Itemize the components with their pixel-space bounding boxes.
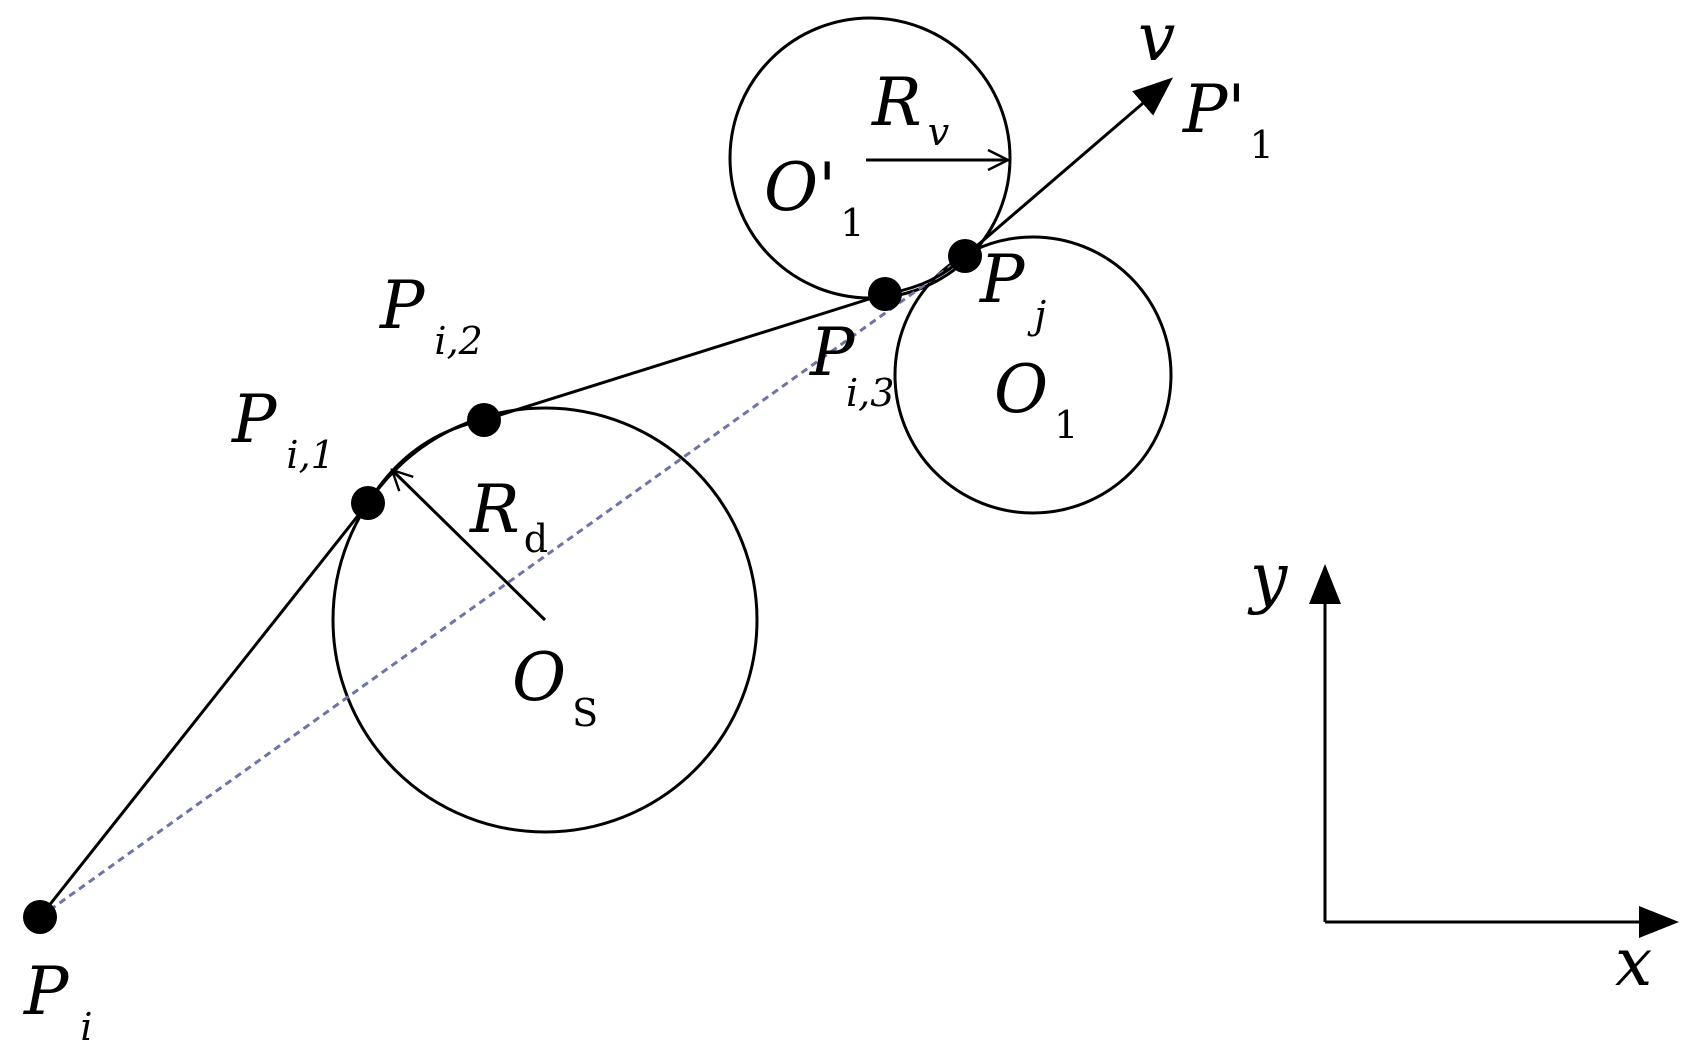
path-arc-pi1-pi2 xyxy=(366,418,485,504)
velocity-arrow xyxy=(964,77,1174,258)
path-segment-pi2-pi3 xyxy=(483,292,886,422)
point-pi xyxy=(23,900,57,934)
circle-os xyxy=(331,406,759,834)
path-segment-pi-pi1 xyxy=(38,502,370,918)
circle-o1 xyxy=(893,235,1173,515)
label-o1-prime: O'1 xyxy=(764,149,864,245)
label-p1-prime: P'1 xyxy=(1182,71,1274,167)
label-p-i3: P xyxy=(809,314,856,391)
point-pj xyxy=(948,239,982,273)
label-axis-x: x xyxy=(1615,924,1652,1001)
point-pi1 xyxy=(351,486,385,520)
straight-line-pi-pj xyxy=(39,254,966,919)
point-pi3 xyxy=(868,277,902,311)
radius-rd-arrow xyxy=(392,470,547,622)
point-pi2 xyxy=(467,403,501,437)
label-v: v xyxy=(1138,0,1175,76)
label-p-i3-sub: i,3 xyxy=(846,371,894,415)
label-axis-y: y xyxy=(1247,539,1288,616)
